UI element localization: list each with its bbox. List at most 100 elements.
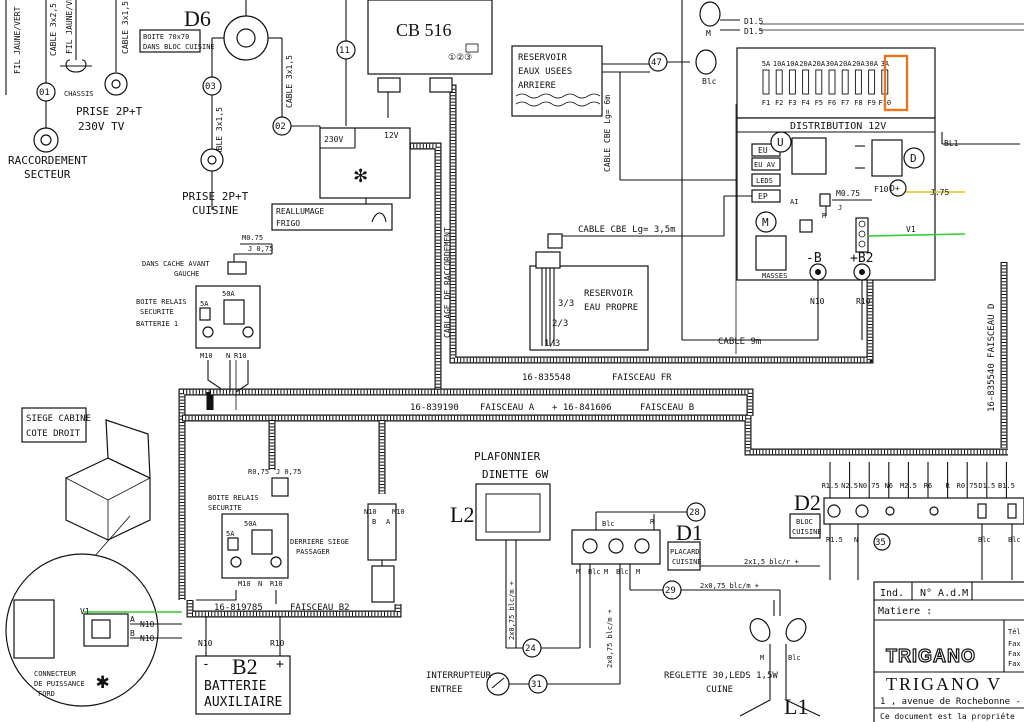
prise-tv-label-2: 230V TV bbox=[78, 120, 125, 133]
reglette-blc: Blc bbox=[788, 654, 801, 662]
top-blc-label: Blc bbox=[702, 77, 717, 86]
dist-u-label: U bbox=[777, 136, 784, 149]
switch-r: R bbox=[650, 518, 655, 526]
faisceau-a-code: 16-839190 bbox=[410, 403, 459, 413]
fuse-label: F1 bbox=[762, 99, 770, 107]
d2-bottom-wire-label: Blc bbox=[1008, 536, 1021, 544]
relay1-m075: M0.75 bbox=[242, 234, 263, 242]
plus-b2-label: +B2 bbox=[850, 251, 873, 266]
interrupteur-label-2: ENTREE bbox=[430, 685, 463, 695]
connecteur-v1: V1 bbox=[80, 607, 90, 616]
faisceau-fr-code: 16-835548 bbox=[522, 373, 571, 383]
d6-prise-label-1: PRISE 2P+T bbox=[182, 190, 249, 203]
connector-number-24: 24 bbox=[525, 644, 536, 654]
dist-m075-label: M0.75 bbox=[836, 189, 860, 198]
l1-label: L1 bbox=[784, 694, 808, 719]
plafonnier-label-1: PLAFONNIER bbox=[474, 450, 541, 463]
fuse-rating: 20A bbox=[799, 60, 812, 68]
d2-bloc-1: BLOC bbox=[796, 518, 813, 526]
v1-wire-top bbox=[867, 233, 966, 237]
tb-nadm: N° A.d.M bbox=[920, 588, 968, 599]
fuse-icon bbox=[762, 69, 770, 95]
tb-ind: Ind. bbox=[880, 588, 904, 599]
wire-2x075-a: 2x0,75 blc/m + bbox=[700, 582, 759, 590]
connector-number-11: 11 bbox=[339, 46, 350, 56]
fuse-label: F4 bbox=[801, 99, 809, 107]
plafonnier-code: L2 bbox=[450, 502, 474, 527]
auxiliary-battery: 16-819785 FAISCEAU B2 B2 BATTERIE AUXILI… bbox=[195, 603, 350, 715]
connector-number-35: 35 bbox=[875, 538, 886, 548]
relay2-5a: 5A bbox=[226, 530, 235, 538]
d6-label: D6 bbox=[184, 6, 211, 31]
plafonnier-label-2: DINETTE 6W bbox=[482, 468, 549, 481]
relay2-m10: M10 bbox=[238, 580, 251, 588]
d2-bottom-wire-label: N bbox=[854, 536, 858, 544]
cb516-unit: CB 516 ①②③ bbox=[367, 0, 493, 118]
top-d15-b: D1.5 bbox=[744, 27, 763, 36]
fuse-label: F6 bbox=[828, 99, 836, 107]
dist-v1-label: V1 bbox=[906, 225, 916, 234]
tb-fax-3: Fax bbox=[1008, 660, 1021, 668]
cable-3x25-label: CABLE 3x2,5 bbox=[49, 3, 58, 56]
dist-n10-label: N10 bbox=[810, 297, 825, 306]
cb516-label: CB 516 bbox=[396, 20, 452, 40]
pump-icon bbox=[699, 1, 721, 27]
relay2-j075: J 0,75 bbox=[276, 468, 301, 476]
fuse-rating: 5A bbox=[762, 60, 771, 68]
distribution-title: DISTRIBUTION 12V bbox=[790, 121, 886, 132]
reallumage-label-1: REALLUMAGE bbox=[276, 207, 324, 216]
d2-bottom-wire-label: Blc bbox=[978, 536, 991, 544]
relay1-r10: R10 bbox=[234, 352, 247, 360]
reallumage-label-2: FRIGO bbox=[276, 219, 300, 228]
dist-ep-label: EP bbox=[758, 192, 768, 201]
relay2-a: A bbox=[386, 518, 391, 526]
power-connector-detail: V1 A B N10 N10 CONNECTEUR DE PUISSANCE F… bbox=[5, 553, 182, 707]
minus-b-label: -B bbox=[806, 251, 822, 266]
relay2-b: B bbox=[372, 518, 376, 526]
fil-jaune-vert-label-1: FIL JAUNE/VERT bbox=[13, 6, 22, 74]
relay2-derriere-1: DERRIERE SIEGE bbox=[290, 538, 349, 546]
switch-blc-3: Blc bbox=[616, 568, 629, 576]
fresh-tank-33: 3/3 bbox=[558, 299, 574, 309]
d2-label: D2 bbox=[794, 490, 821, 515]
d2-bloc-2: CUISINE bbox=[792, 528, 822, 536]
relay1-5a: 5A bbox=[200, 300, 209, 308]
dist-dplus-label: D+ bbox=[890, 184, 900, 193]
fuse-rating: 10A bbox=[786, 60, 799, 68]
fuse-label: F2 bbox=[775, 99, 783, 107]
connector-number-29: 29 bbox=[665, 586, 676, 596]
d2-top-wire-label: N6 bbox=[885, 482, 893, 490]
fuse-label: F5 bbox=[815, 99, 823, 107]
connector-number-47: 47 bbox=[651, 58, 662, 68]
fuse-rating: 20A bbox=[839, 60, 852, 68]
d2-top-wire-label: M2.5 bbox=[900, 482, 917, 490]
dist-r10-label: R10 bbox=[856, 297, 871, 306]
connector-number-02: 02 bbox=[275, 122, 286, 132]
led-strip-icon bbox=[749, 618, 771, 642]
reglette-m: M bbox=[760, 654, 764, 662]
d2-top-wire-label: R0.75 bbox=[957, 482, 978, 490]
d2-top-wire-label: R bbox=[945, 482, 950, 490]
asterisk-icon: ✱ bbox=[96, 669, 109, 694]
tb-trigano-name: TRIGANO V bbox=[886, 674, 1002, 694]
d1-label: D1 bbox=[676, 520, 703, 545]
relay2-r10: R10 bbox=[270, 580, 283, 588]
light-grid-icon bbox=[485, 493, 541, 533]
fresh-tank-cable-label: CABLE CBE Lg= 3,5m bbox=[578, 225, 676, 235]
tb-fax-2: Fax bbox=[1008, 650, 1021, 658]
faisceau-fr-name: FAISCEAU FR bbox=[612, 373, 672, 383]
dist-ai-label: AI bbox=[790, 198, 798, 206]
cable-3x15-tv-label: CABLE 3x1,5 bbox=[121, 1, 130, 54]
tb-address: 1 , avenue de Rochebonne - BP6 bbox=[880, 697, 1024, 707]
d2-top-wire-label: N0.75 bbox=[859, 482, 880, 490]
dist-r-label: R bbox=[822, 212, 827, 220]
connecteur-n10a: N10 bbox=[140, 620, 155, 629]
dist-m-label: M bbox=[762, 216, 769, 229]
connector-number-01: 01 bbox=[39, 88, 50, 98]
connecteur-n10b: N10 bbox=[140, 634, 155, 643]
trigano-logo: TRIGANO bbox=[886, 646, 976, 666]
fuse-rating: 20A bbox=[812, 60, 825, 68]
dist-eu-label: EU bbox=[758, 146, 768, 155]
